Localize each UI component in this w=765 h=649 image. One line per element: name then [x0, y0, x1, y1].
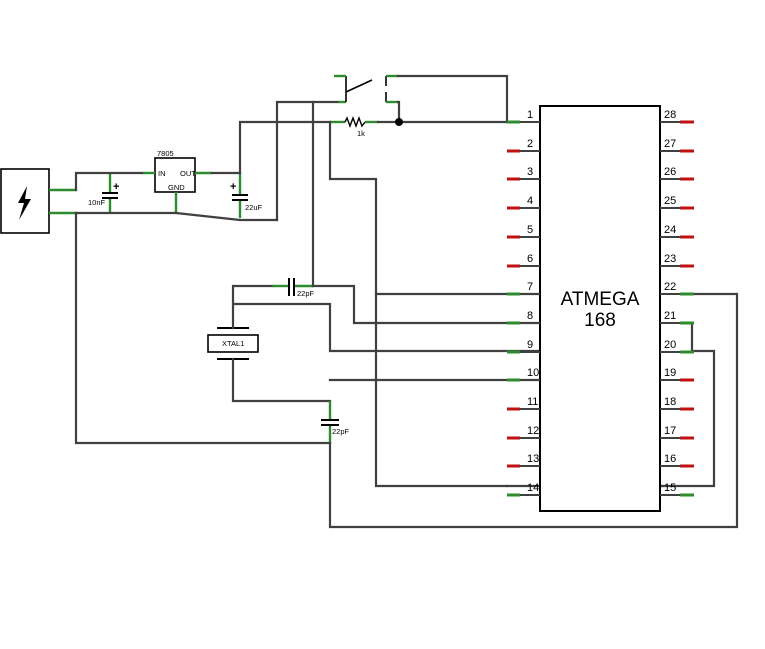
pin-number: 20	[664, 339, 676, 351]
power-wiring	[74, 100, 340, 445]
power-source	[0, 168, 76, 234]
pin-number: 13	[527, 453, 539, 465]
pin-number: 23	[664, 253, 676, 265]
chip-name-line2: 168	[584, 310, 616, 331]
pin-number: 11	[527, 396, 538, 408]
crystal-oscillator: XTAL1	[207, 284, 542, 403]
pin-number: 12	[527, 425, 539, 437]
capacitor-22pf-bottom-label: 22pF	[332, 427, 350, 436]
pin-number: 5	[527, 224, 533, 236]
pin-number: 24	[664, 224, 676, 236]
lightning-bolt-icon	[18, 186, 31, 220]
pin-number: 26	[664, 166, 676, 178]
capacitor-22pf-top: 22pF	[272, 100, 542, 325]
pin-number: 8	[527, 310, 533, 322]
chip-pins-right: 28 27 26 25 24 23 22 21 20 19 18 17 16 15	[660, 109, 694, 497]
pin-number: 2	[527, 138, 533, 150]
capacitor-22uf: + 22uF	[230, 173, 263, 218]
regulator-out-label: OUT	[180, 169, 196, 178]
pin-number: 1	[527, 109, 533, 121]
pin-number: 27	[664, 138, 676, 150]
capacitor-22pf-top-label: 22pF	[297, 289, 315, 298]
pin-number: 4	[527, 195, 533, 207]
pin-number: 18	[664, 396, 676, 408]
pin-number: 16	[664, 453, 676, 465]
capacitor-22uf-label: 22uF	[245, 203, 263, 212]
pin-number: 6	[527, 253, 533, 265]
pin-number: 7	[527, 281, 533, 293]
pin-number: 14	[527, 482, 539, 494]
pin-number: 28	[664, 109, 676, 121]
pin-number: 19	[664, 367, 676, 379]
pin-number: 17	[664, 425, 676, 437]
regulator-in-label: IN	[158, 169, 166, 178]
reset-switch[interactable]	[334, 74, 509, 124]
voltage-regulator: 7805 IN OUT GND	[142, 149, 212, 213]
svg-text:+: +	[230, 181, 236, 193]
chip-name-line1: ATMEGA	[561, 289, 640, 310]
crystal-label: XTAL1	[222, 339, 244, 348]
resistor-1k-label: 1k	[357, 129, 365, 138]
pin-number: 10	[527, 367, 539, 379]
resistor-1k: 1k	[330, 116, 509, 138]
capacitor-10nf-label: 10nF	[88, 198, 106, 207]
atmega168-chip: ATMEGA 168	[539, 105, 661, 512]
capacitor-22pf-bottom: 22pF	[321, 292, 739, 529]
pin-number: 21	[664, 310, 676, 322]
svg-text:+: +	[113, 181, 119, 193]
regulator-gnd-label: GND	[168, 183, 185, 192]
capacitor-10nf: + 10nF	[88, 173, 119, 214]
pin-number: 25	[664, 195, 676, 207]
pin-number: 15	[664, 482, 676, 494]
pin-number: 22	[664, 281, 676, 293]
pin-number: 3	[527, 166, 533, 178]
regulator-part-label: 7805	[157, 149, 174, 158]
pin-number: 9	[527, 339, 533, 351]
